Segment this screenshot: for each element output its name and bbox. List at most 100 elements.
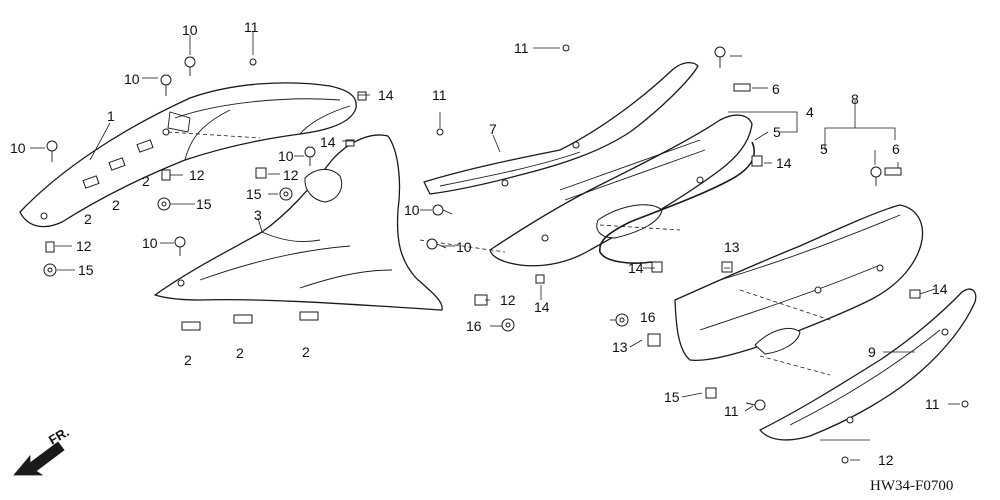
callout-14: 14 [776,155,792,171]
callout-2: 2 [236,345,244,361]
callout-10: 10 [124,71,140,87]
front-direction-arrow: FR. [13,424,72,476]
pad-icon [733,83,751,92]
leader-lines [30,32,960,461]
pushpin-icon [870,166,882,186]
bolt-icon [46,140,58,162]
bottom-trim-9 [759,288,977,441]
callout-14: 14 [378,87,394,103]
collar-icon [255,167,267,179]
callout-10: 10 [10,140,26,156]
washer-icon [615,313,629,327]
bolt-icon [745,399,766,411]
washer-icon [157,197,171,211]
callout-15: 16 [466,318,482,334]
pad-icon [299,311,319,321]
arrow-icon [13,441,65,476]
callout-8: 8 [851,91,859,107]
pad-icon [136,139,154,153]
wire-guard-5 [599,141,755,264]
clip-icon [535,274,545,284]
bolt-icon [426,238,447,250]
callout-4: 4 [806,104,814,120]
callout-10: 11 [724,403,739,419]
bolt-icon [184,56,196,76]
clip-icon [357,91,367,101]
callout-7: 7 [489,121,497,137]
callout-10: 10 [142,235,158,251]
callout-2: 2 [142,173,150,189]
rear-upper-cowl [19,82,357,228]
callout-5: 5 [773,124,781,140]
pad-icon [884,167,902,176]
callout-14: 14 [320,134,336,150]
collar-icon [647,333,661,347]
screw-icon [841,456,849,464]
callout-10: 10 [456,239,472,255]
clip-icon [705,387,717,399]
callout-2: 2 [184,352,192,368]
callout-10: 10 [278,148,294,164]
callout-11: 11 [244,19,259,35]
pad-icon [233,314,253,324]
callout-2: 2 [112,197,120,213]
drawing-code: HW34-F0700 [870,478,953,494]
callout-12: 12 [189,167,205,183]
washer-icon [43,263,57,277]
callout-13: 14 [628,260,644,276]
callout-15: 15 [196,196,212,212]
callout-11: 12 [878,452,894,468]
callout-2: 2 [84,211,92,227]
clip-icon [345,139,355,147]
callout-11: 11 [925,396,940,412]
screw-icon [436,128,444,136]
collar-icon [45,241,55,253]
pad-icon [181,321,201,331]
lower-cover-8 [674,204,924,362]
bolt-icon [174,236,186,256]
callout-5: 5 [820,141,828,157]
collar-icon [161,169,171,181]
callout-6: 6 [772,81,780,97]
callout-12: 12 [283,167,299,183]
inner-rail-7 [423,61,699,195]
clip-icon [721,261,733,273]
callout-15: 16 [640,309,656,325]
pad-icon [108,157,126,171]
callout-12: 13 [612,339,628,355]
screw-icon [961,400,969,408]
callout-14: 14 [932,281,948,297]
clip-icon [909,289,921,299]
callout-1: 1 [107,108,115,124]
bolt-icon [432,204,453,216]
callout-14: 15 [664,389,680,405]
callout-12: 12 [500,292,516,308]
bolt-icon [160,74,172,96]
callout-10: 10 [182,22,198,38]
side-cover-3 [154,134,443,311]
callout-15: 15 [78,262,94,278]
pad-icon [82,175,100,189]
callout-9: 9 [868,344,876,360]
washer-icon [279,187,293,201]
bolt-icon [304,146,316,166]
clip-icon [651,261,663,273]
callout-10: 10 [404,202,420,218]
callout-11: 11 [514,40,529,56]
callout-11: 11 [432,87,447,103]
callout-6: 6 [892,141,900,157]
callout-labels: 1 2 2 2 2 2 2 3 4 5 5 6 6 7 8 9 10 10 10… [10,19,948,468]
callout-13: 13 [724,239,740,255]
callout-12: 12 [76,238,92,254]
clip-icon [751,155,763,167]
screw-icon [249,58,257,66]
pushpin-icon [714,46,726,68]
front-label: FR. [46,424,72,447]
callout-14: 14 [534,299,550,315]
callout-15: 15 [246,186,262,202]
callout-2: 2 [302,344,310,360]
screw-icon [562,44,570,52]
washer-icon [501,318,515,332]
